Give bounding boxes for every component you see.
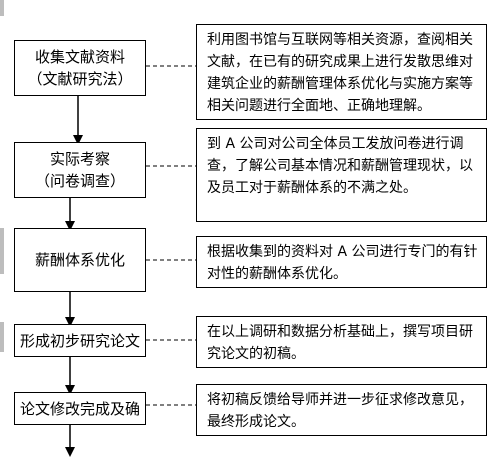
step-field-investigation: 实际考察 （问卷调查）: [14, 142, 146, 198]
note-line: 文献，在已有的研究成果上进行发散思维对: [207, 54, 473, 70]
step-label: 薪酬体系优化: [34, 251, 125, 269]
note-draft-paper: 在以上调研和数据分析基础上，撰写项目研 究论文的初稿。: [196, 316, 487, 368]
side-mark: [0, 228, 4, 274]
note-line: 及员工对于薪酬体系的不满之处。: [207, 180, 417, 196]
step-collect-literature: 收集文献资料 （文献研究法）: [14, 40, 146, 96]
step-label: 形成初步研究论文: [19, 331, 140, 350]
note-revise-finalize: 将初稿反馈给导师并进一步征求修改意见， 最终形成论文。: [196, 384, 487, 436]
note-line: 究论文的初稿。: [207, 346, 305, 362]
note-line: 将初稿反馈给导师并进一步征求修改意见，: [207, 392, 473, 408]
step-sublabel: （文献研究法）: [27, 70, 133, 88]
step-label: 实际考察: [49, 150, 110, 168]
note-line: 根据收集到的资料对 A 公司进行专门的有针: [207, 244, 478, 260]
note-line: 利用图书馆与互联网等相关资源，查阅相关: [207, 32, 473, 48]
note-line: 相关问题进行全面地、正确地理解。: [207, 98, 431, 114]
note-line: 在以上调研和数据分析基础上，撰写项目研: [207, 324, 473, 340]
step-label: 论文修改完成及确: [19, 399, 140, 418]
note-field-investigation: 到 A 公司对公司全体员工发放问卷进行调 查，了解公司基本情况和薪酬管理现状，以…: [196, 128, 487, 222]
step-draft-paper: 形成初步研究论文: [14, 324, 146, 357]
side-mark: [0, 0, 4, 16]
note-line: 建筑企业的薪酬管理体系优化与实施方案等: [207, 76, 473, 92]
note-collect-literature: 利用图书馆与互联网等相关资源，查阅相关 文献，在已有的研究成果上进行发散思维对 …: [196, 24, 487, 120]
note-compensation-optimization: 根据收集到的资料对 A 公司进行专门的有针 对性的薪酬体系优化。: [196, 236, 487, 288]
step-compensation-optimization: 薪酬体系优化: [14, 228, 146, 292]
note-line: 最终形成论文。: [207, 414, 305, 430]
note-line: 到 A 公司对公司全体员工发放问卷进行调: [207, 136, 464, 152]
step-revise-finalize: 论文修改完成及确: [14, 392, 146, 425]
note-line: 查，了解公司基本情况和薪酬管理现状，以: [207, 158, 473, 174]
step-sublabel: （问卷调查）: [34, 172, 125, 190]
side-mark: [0, 322, 4, 352]
note-line: 对性的薪酬体系优化。: [207, 266, 347, 282]
step-label: 收集文献资料: [34, 48, 125, 66]
